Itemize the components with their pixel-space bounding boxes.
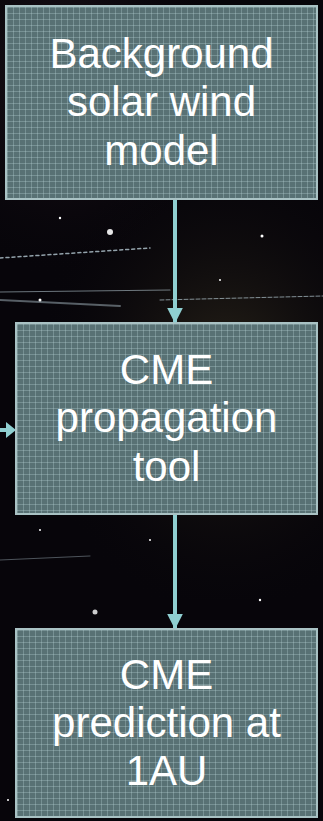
flow-arrow: [173, 200, 177, 322]
incoming-arrow: [0, 422, 16, 438]
box-label: CME propagation tool: [34, 346, 299, 491]
star-streaks: [0, 248, 323, 560]
process-box: Background solar wind model: [5, 5, 318, 200]
box-label: Background solar wind model: [29, 30, 294, 175]
box-label: CME prediction at 1AU: [34, 651, 299, 796]
flow-arrow: [173, 515, 177, 628]
process-box: CME propagation tool: [15, 322, 318, 515]
process-box: CME prediction at 1AU: [15, 628, 318, 818]
